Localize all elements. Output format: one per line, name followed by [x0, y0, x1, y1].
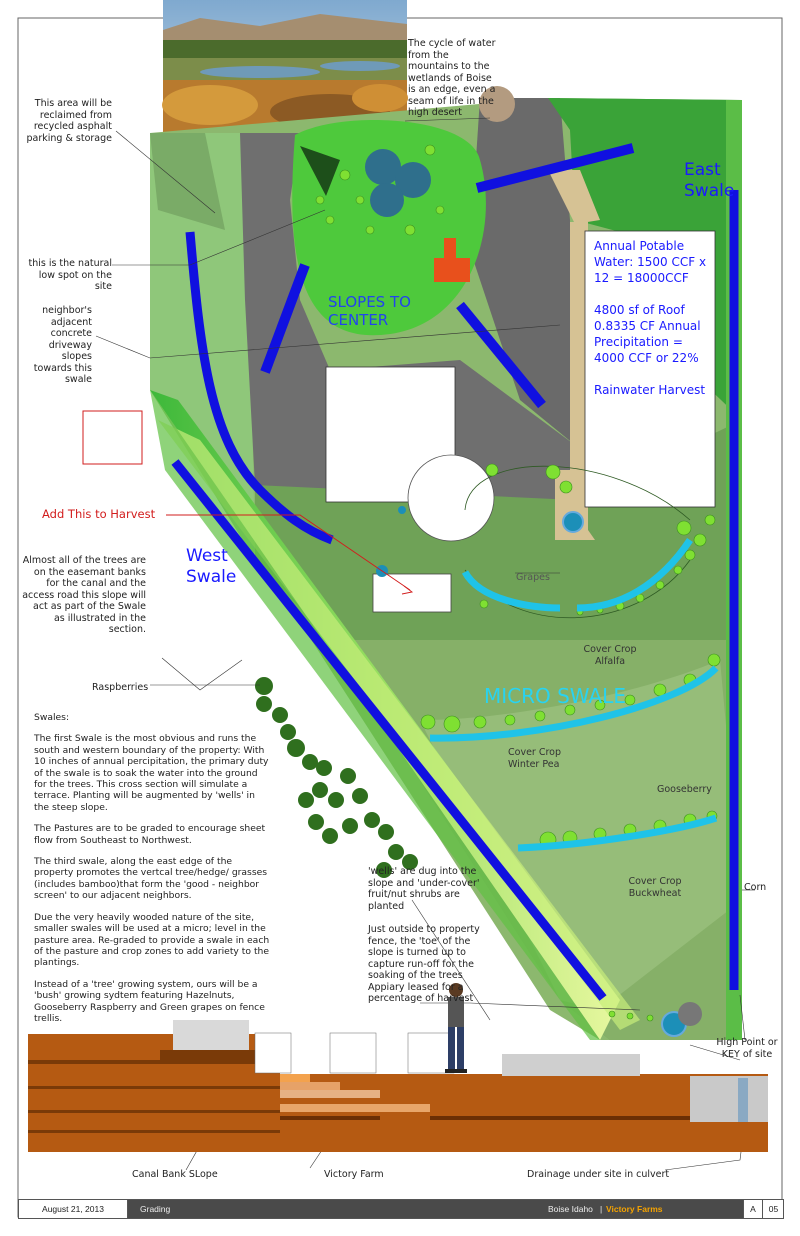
- note-cover-crop-buckwheat: Cover Crop Buckwheat: [628, 876, 682, 899]
- swales-p4: Due the very heavily wooded nature of th…: [34, 911, 270, 969]
- note-add-to-harvest: Add This to Harvest: [42, 507, 156, 521]
- swale-lines: [171, 143, 739, 1001]
- site-section: [28, 983, 768, 1152]
- note-wells: 'wells' are dug into the slope and 'unde…: [368, 866, 480, 912]
- title-firm: Victory Farms: [606, 1204, 663, 1214]
- label-micro-swale: MICRO SWALE: [484, 684, 626, 708]
- swales-p1: The first Swale is the most obvious and …: [34, 733, 269, 813]
- note-neighbor-driveway: neighbor's adjacent concrete driveway sl…: [33, 305, 92, 385]
- raspberry-plants: [255, 677, 418, 878]
- swales-heading: Swales:: [34, 712, 70, 723]
- note-cover-crop-winter-pea: Cover Crop Winter Pea: [508, 747, 562, 770]
- label-east-swale: East Swale: [684, 160, 735, 201]
- title-separator: |: [600, 1204, 603, 1214]
- swales-p2: The Pastures are to be graded to encoura…: [34, 823, 266, 846]
- title-sheet-name: Grading: [140, 1204, 171, 1214]
- title-bar: Grading Boise Idaho | Victory Farms: [128, 1200, 761, 1218]
- west-swale-curve: [185, 231, 334, 545]
- section-label-victory-farm: Victory Farm: [324, 1169, 384, 1180]
- shed: [372, 573, 452, 613]
- note-gooseberry: Gooseberry: [657, 784, 712, 795]
- west-swale-line: [171, 459, 607, 1001]
- note-raspberries: Raspberries: [92, 682, 149, 693]
- wetlands-photo: [162, 0, 408, 132]
- section-label-canal-bank: Canal Bank SLope: [132, 1169, 218, 1180]
- label-west-swale: West Swale: [186, 546, 237, 587]
- note-cycle-of-water: The cycle of water from the mountains to…: [408, 38, 496, 118]
- title-block: August 21, 2013 Grading Boise Idaho | Vi…: [18, 1199, 784, 1219]
- note-cover-crop-alfalfa: Cover Crop Alfalfa: [583, 644, 637, 667]
- title-sheet-letter: A: [743, 1200, 762, 1218]
- label-slopes-to-center: SLOPES TO CENTER: [328, 293, 411, 329]
- building-east: [584, 230, 716, 508]
- note-reclaimed-area: This area will be reclaimed from recycle…: [26, 98, 113, 144]
- swales-p3: The third swale, along the east edge of …: [34, 856, 268, 902]
- title-location: Boise Idaho: [548, 1204, 593, 1214]
- round-structure: [407, 454, 495, 542]
- swales-description: Swales: The first Swale is the most obvi…: [34, 712, 272, 1024]
- water-potable: Annual Potable Water: 1500 CCF x 12 = 18…: [594, 239, 707, 285]
- water-harvest-label: Rainwater Harvest: [594, 383, 706, 397]
- micro-swale-lines: [429, 538, 719, 852]
- swales-p5: Instead of a 'tree' growing system, ours…: [34, 978, 265, 1024]
- harvest-box: [82, 410, 143, 465]
- note-toe-of-slope: Just outside to property fence, the 'toe…: [368, 924, 480, 1004]
- harvest-arrow: [166, 514, 411, 591]
- section-label-drainage: Drainage under site in culvert: [527, 1169, 670, 1180]
- note-grapes: Grapes: [516, 572, 550, 583]
- note-corn: Corn: [744, 882, 767, 893]
- water-harvest-box: Annual Potable Water: 1500 CCF x 12 = 18…: [594, 238, 710, 398]
- note-high-point: High Point or KEY of site: [716, 1037, 778, 1060]
- note-trees-easement: Almost all of the trees are on the easem…: [22, 555, 146, 635]
- note-natural-low-spot: this is the natural low spot on the site: [28, 258, 112, 292]
- water-roof: 4800 sf of Roof 0.8335 CF Annual Precipi…: [594, 303, 701, 365]
- title-sheet-number: 05: [762, 1200, 784, 1218]
- title-date: August 21, 2013: [19, 1200, 128, 1218]
